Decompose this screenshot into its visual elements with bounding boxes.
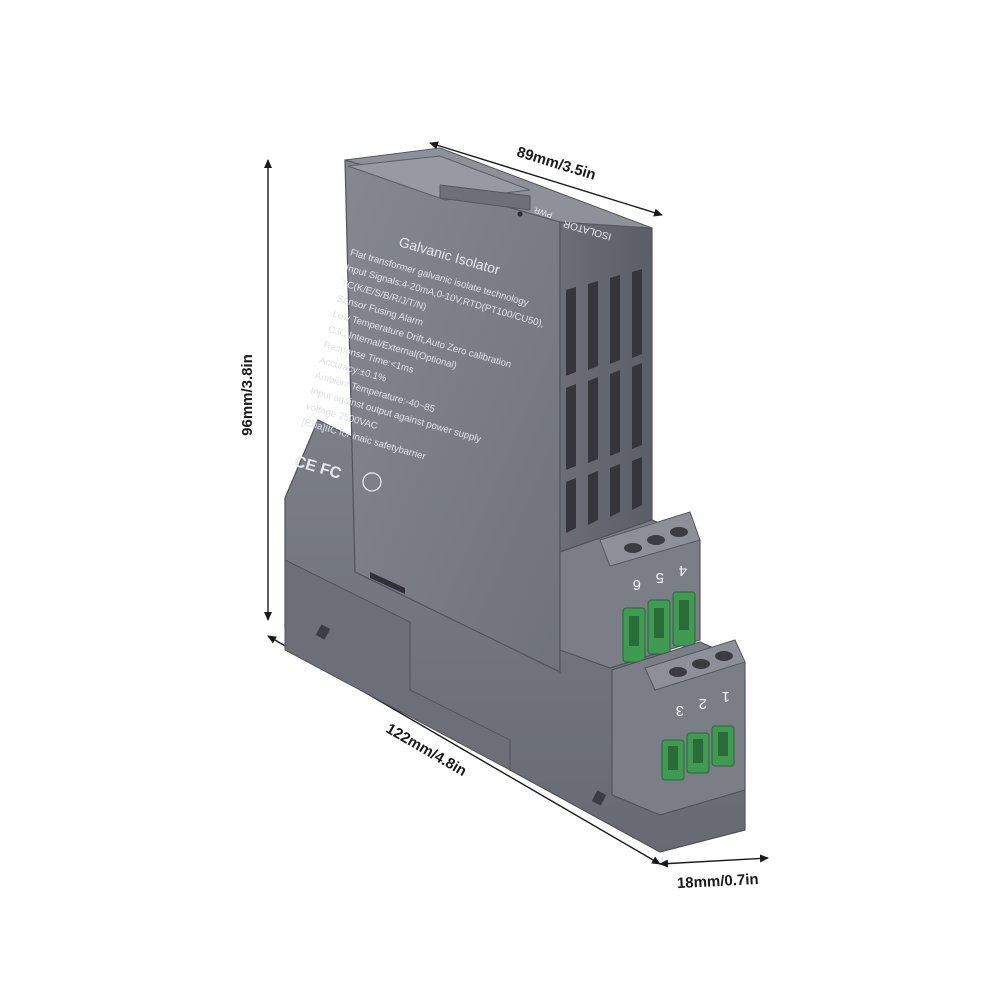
- terminal-number: 4: [679, 562, 687, 579]
- screw-holes-lower: [669, 651, 733, 677]
- dimension-depth-label: 89mm/3.5in: [515, 144, 598, 184]
- terminal-block-lower: 3 2 1: [611, 639, 746, 816]
- isolator-device: PWR ISOLATOR Galvanic Isolator Flat tran…: [284, 147, 746, 853]
- dimension-height-label: 96mm/3.8in: [239, 354, 256, 436]
- terminal-number: 5: [656, 569, 664, 586]
- ex-mark-icon: [362, 472, 382, 492]
- top-lid-latch: [439, 184, 531, 211]
- terminal-block-upper: 6 5 4: [559, 511, 701, 669]
- terminal-number: 2: [699, 695, 707, 712]
- base-clip-slot-left: [315, 624, 331, 640]
- power-led-icon: [517, 211, 523, 217]
- dimension-width: 18mm/0.7in: [659, 854, 769, 892]
- dimension-width-label: 18mm/0.7in: [677, 871, 759, 892]
- screw-holes-upper: [624, 527, 688, 553]
- dimension-height: 96mm/3.8in: [239, 159, 272, 621]
- top-lid-tab: [347, 155, 531, 201]
- terminal-number: 1: [722, 688, 730, 705]
- terminal-number: 6: [633, 576, 641, 593]
- base-clip-slot-right: [591, 790, 607, 806]
- din-base-lower: [284, 559, 511, 771]
- terminal-green-upper: [622, 591, 696, 663]
- terminal-green-lower: [661, 725, 735, 781]
- terminal-number: 3: [676, 702, 684, 719]
- vent-slots: [566, 269, 642, 533]
- front-bottom-slot: [370, 572, 405, 594]
